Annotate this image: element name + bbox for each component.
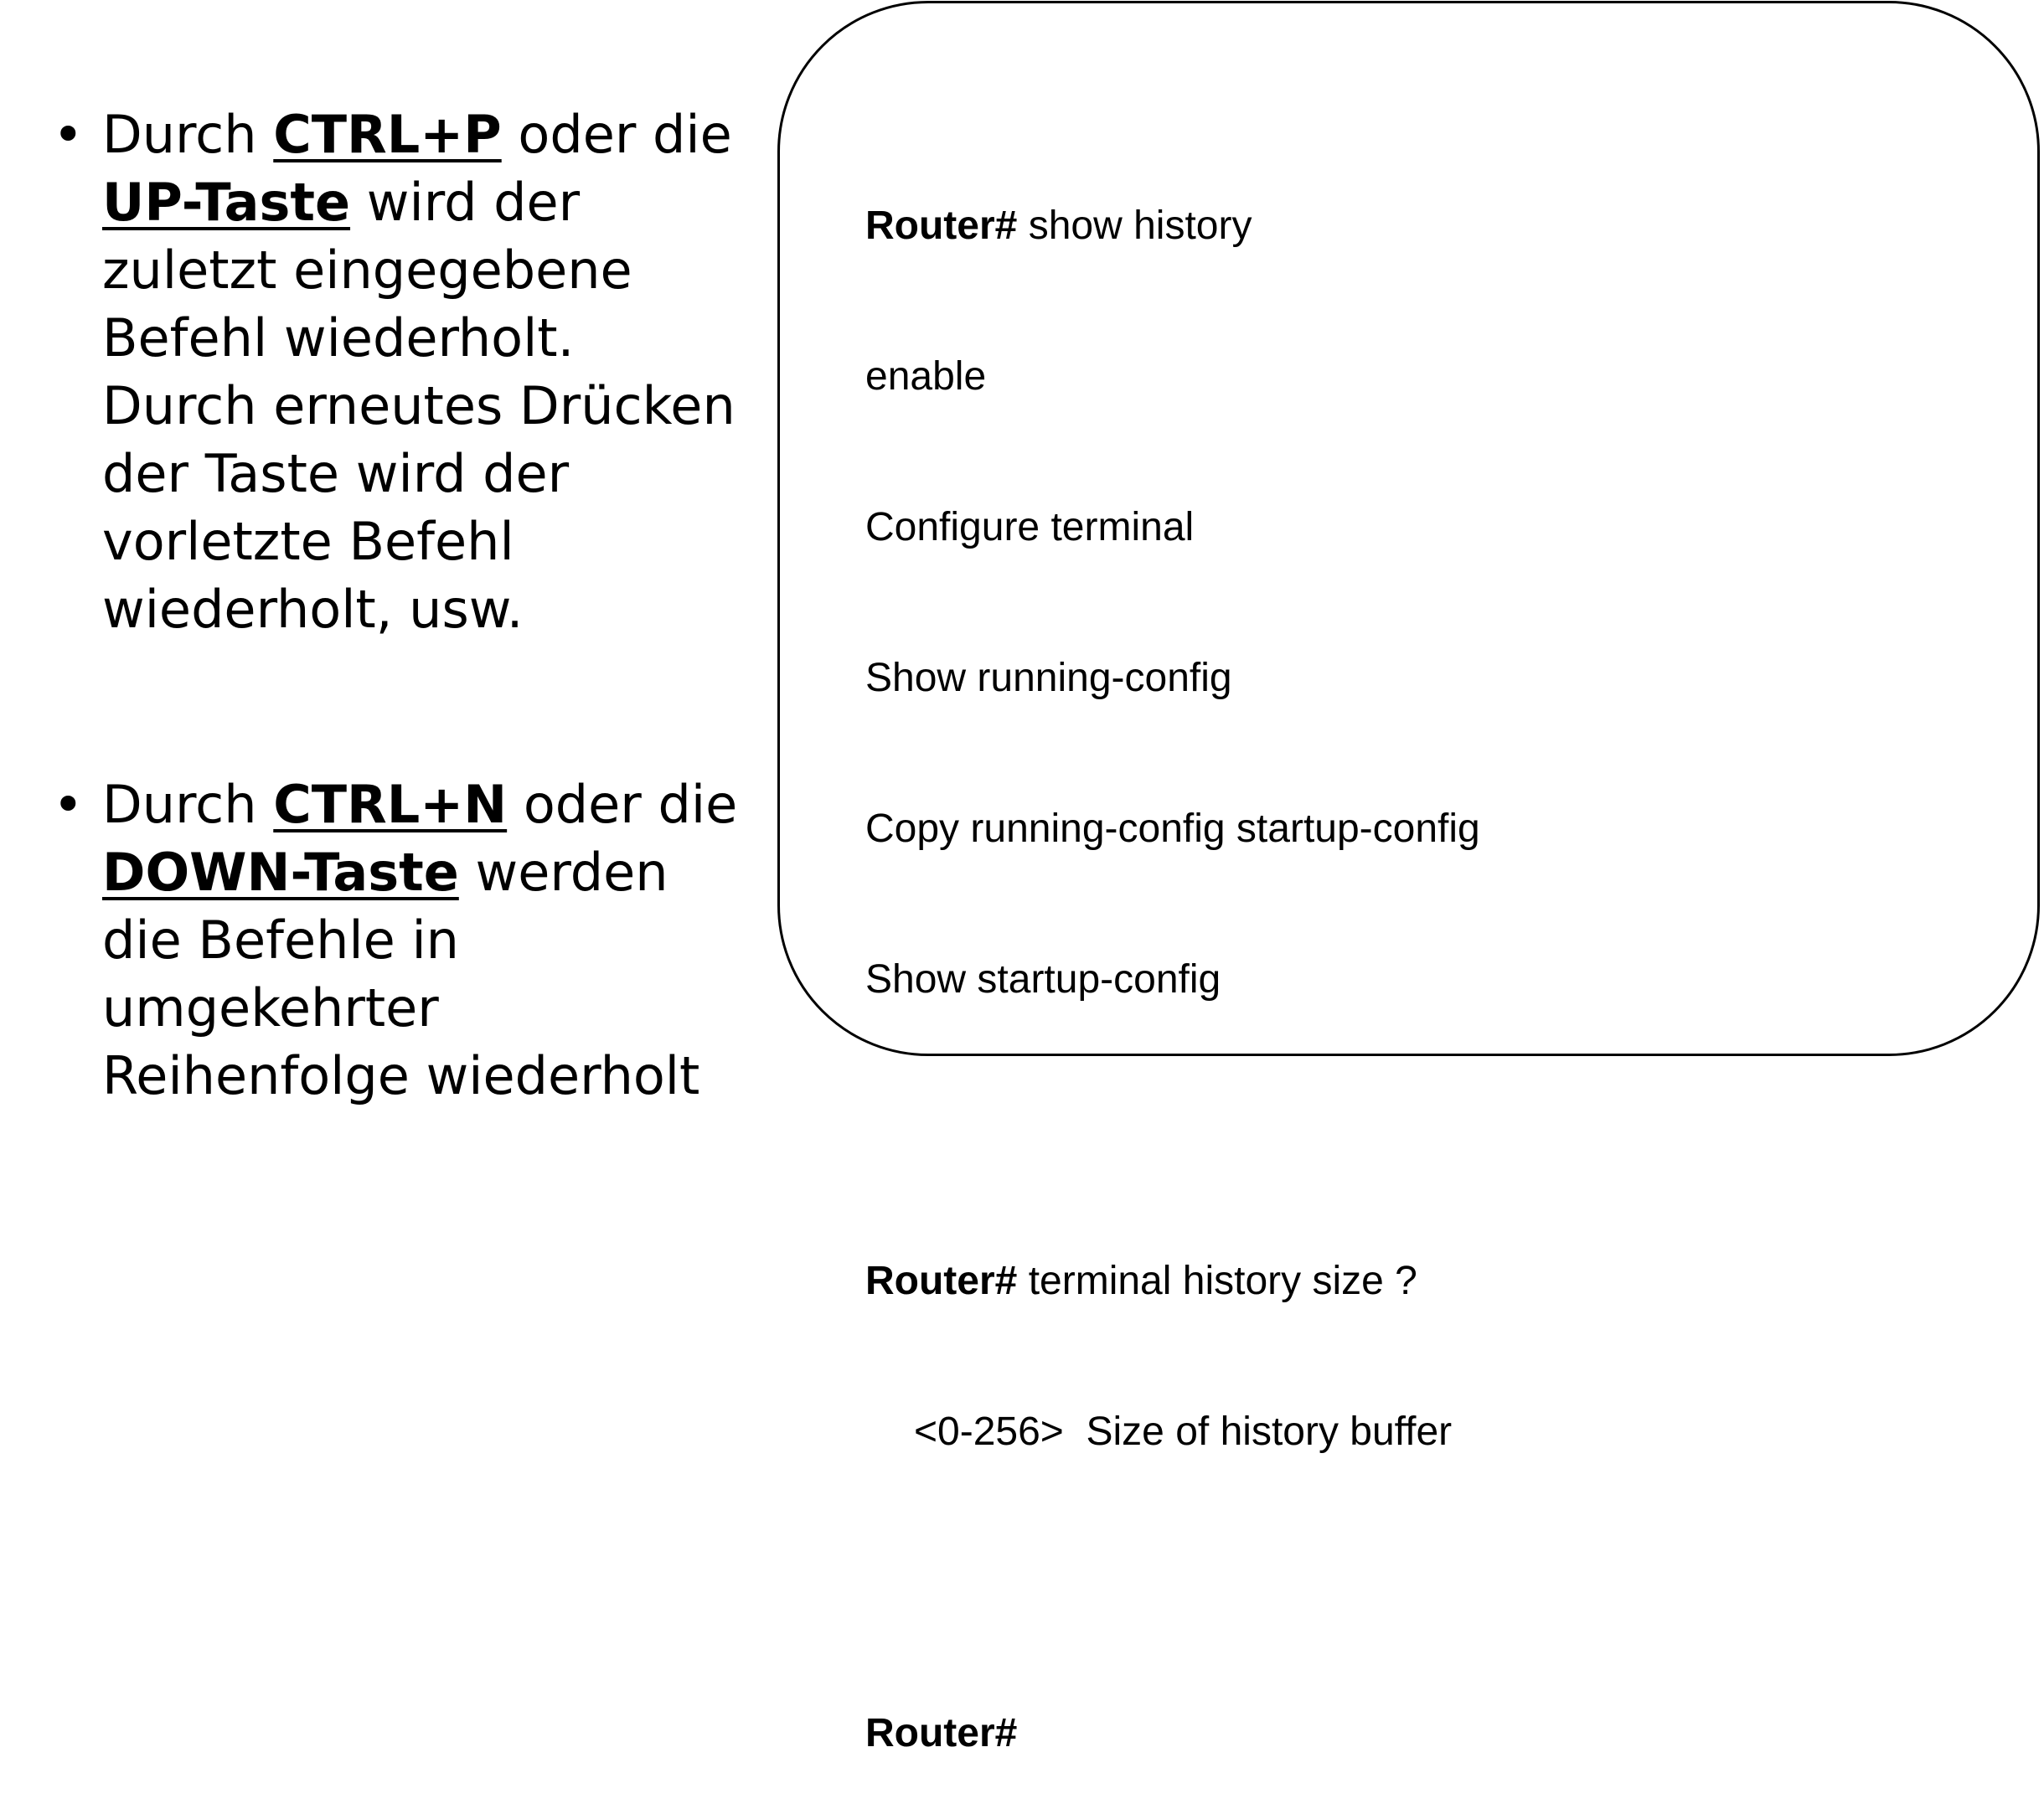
bullet-text: Durch — [102, 104, 274, 165]
terminal-line: Router# — [865, 1708, 1480, 1759]
command-text: show history — [1017, 204, 1252, 248]
history-line: Show startup-config — [865, 957, 1221, 1002]
terminal-frame — [777, 1, 2040, 1056]
history-line: enable — [865, 354, 987, 399]
bullet-text: oder die — [501, 104, 732, 165]
bullet-ctrl-n: • Durch CTRL+N oder die DOWN-Taste werde… — [46, 770, 741, 1110]
help-line: <0-256> Size of history buffer — [865, 1407, 1480, 1457]
bullet-text: oder die — [507, 774, 738, 835]
router-prompt: Router# — [865, 1259, 1018, 1303]
terminal-line: Router# show history — [865, 201, 1480, 251]
history-line: Copy running-config startup-config — [865, 807, 1480, 851]
bullet-ctrl-p: • Durch CTRL+P oder die UP-Taste wird de… — [46, 100, 741, 643]
terminal-line: Router# terminal history size ? — [865, 1256, 1480, 1306]
router-prompt: Router# — [865, 204, 1018, 248]
router-prompt: Router# — [865, 1711, 1018, 1755]
key-up: UP-Taste — [102, 172, 351, 233]
key-down: DOWN-Taste — [102, 842, 459, 903]
history-line: Configure terminal — [865, 505, 1195, 549]
bullet-text: wird der zuletzt eingegebene Befehl wied… — [102, 172, 736, 640]
key-ctrl-p: CTRL+P — [273, 104, 502, 165]
blank-line — [865, 1106, 1480, 1156]
explanation-column: • Durch CTRL+P oder die UP-Taste wird de… — [46, 100, 741, 1110]
help-description: Size of history buffer — [1063, 1410, 1453, 1454]
command-text: terminal history size ? — [1017, 1259, 1417, 1303]
blank-line — [865, 1558, 1480, 1608]
terminal-output: Router# show history enable Configure te… — [865, 100, 1480, 1809]
history-line: Show running-config — [865, 656, 1232, 700]
key-ctrl-n: CTRL+N — [273, 774, 508, 835]
help-range: <0-256> — [914, 1410, 1064, 1454]
bullet-dot: • — [53, 774, 84, 835]
bullet-dot: • — [53, 104, 84, 165]
bullet-text: Durch — [102, 774, 274, 835]
